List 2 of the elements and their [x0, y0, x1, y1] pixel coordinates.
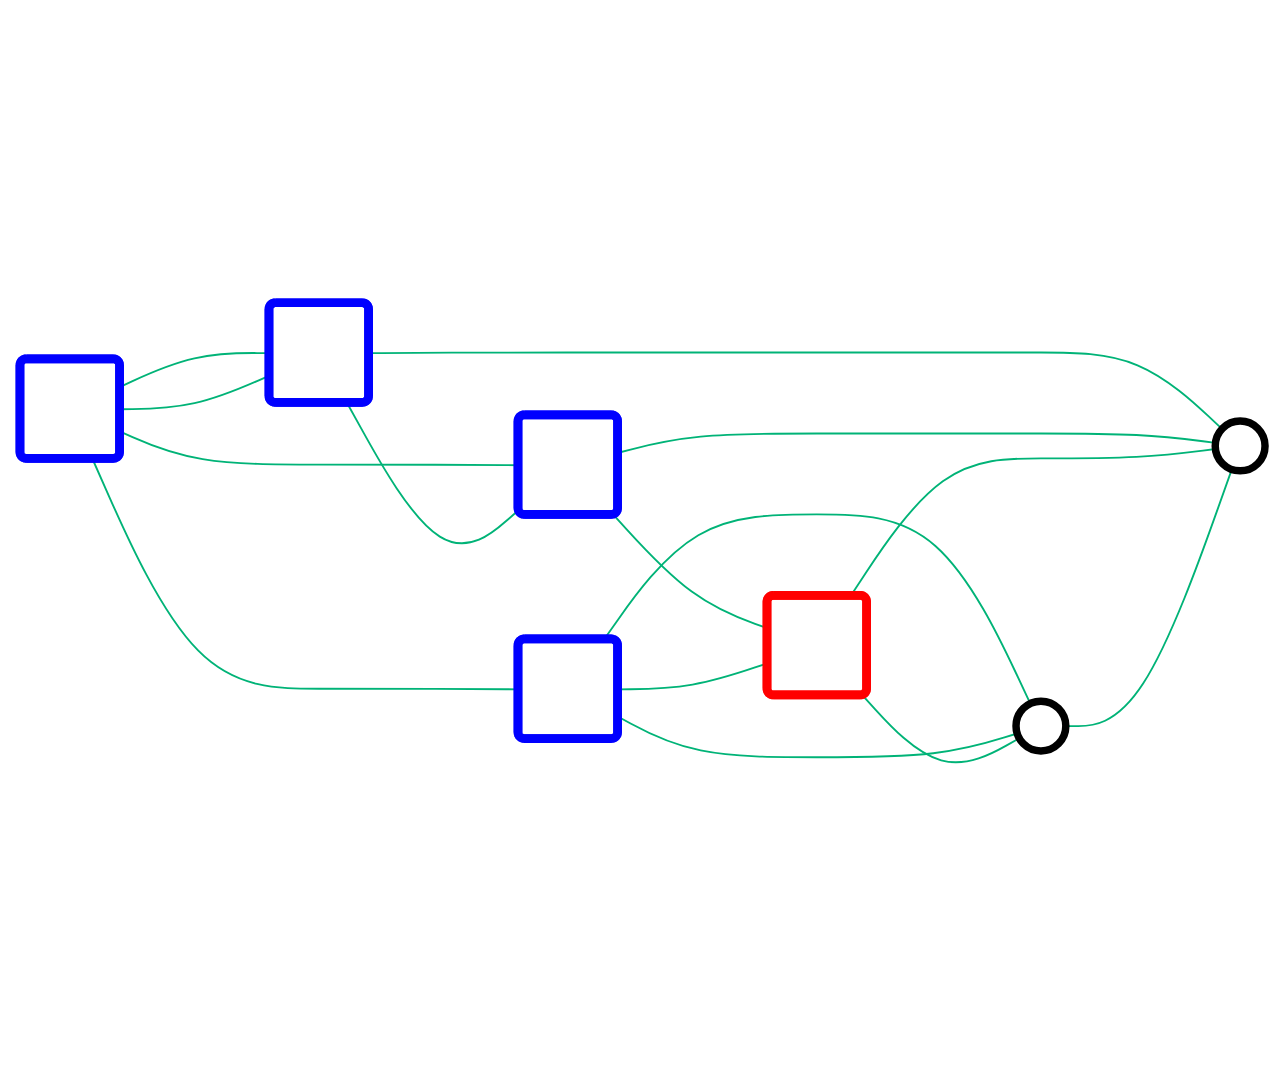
node-circle: [1211, 417, 1269, 475]
node-circle: [1012, 697, 1070, 755]
